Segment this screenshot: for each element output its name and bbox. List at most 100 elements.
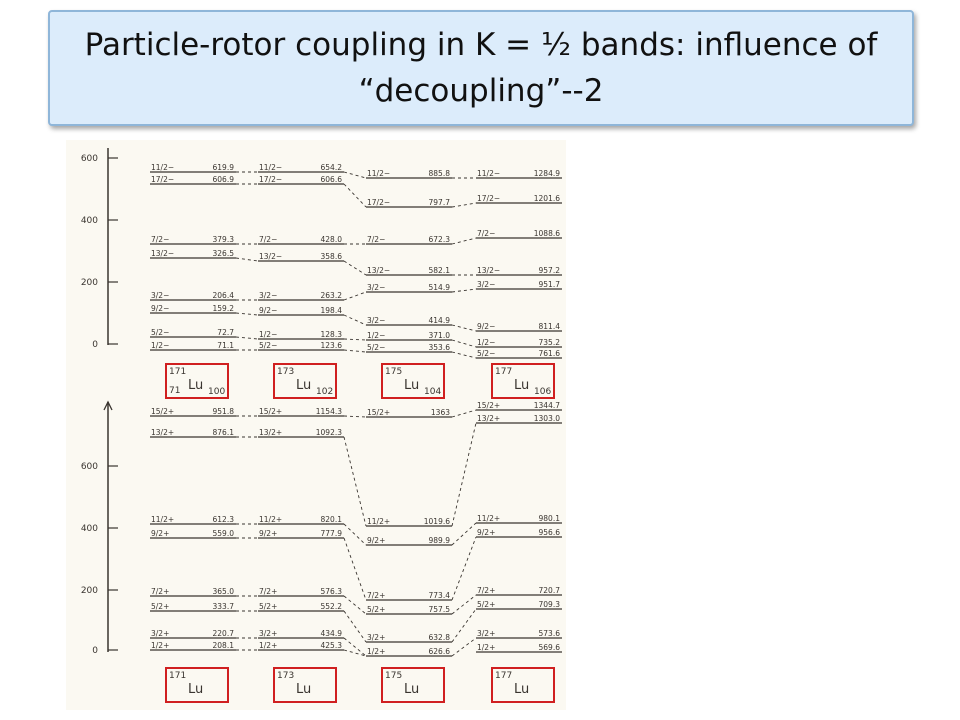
bottom-axis-tick-label: 600 [81,462,98,472]
top-level-spin: 5/2− [151,328,169,337]
bottom-level-spin: 1/2+ [367,647,385,656]
top-level-connector [343,314,367,326]
bottom-level-energy: 365.0 [213,587,235,596]
bottom-nucleus-mass: 173 [277,671,294,681]
level-scheme-svg: 6004002000600400200011/2−619.917/2−606.9… [81,148,562,703]
top-level-connector [343,260,367,276]
bottom-level-spin: 7/2+ [259,587,277,596]
bottom-level-spin: 13/2+ [259,428,282,437]
bottom-level-energy: 612.3 [213,515,235,524]
bottom-level-spin: 1/2+ [259,641,277,650]
bottom-level-connector [451,536,477,601]
bottom-level-energy: 569.6 [539,643,561,652]
top-level-connector [343,338,367,341]
bottom-level-energy: 220.7 [213,629,235,638]
bottom-level-energy: 425.3 [321,641,343,650]
bottom-level-energy: 434.9 [321,629,343,638]
bottom-axis-arrow [103,400,113,411]
top-level-energy: 606.9 [213,175,235,184]
bottom-level-spin: 15/2+ [367,408,390,417]
top-level-spin: 13/2− [367,266,390,275]
bottom-nucleus-box [491,667,555,703]
bottom-level-energy: 1363 [431,408,450,417]
bottom-level-spin: 7/2+ [151,587,169,596]
top-level-energy: 206.4 [213,291,235,300]
top-axis-tick-label: 200 [81,278,98,288]
top-level-connector [343,183,367,208]
top-level-spin: 11/2− [259,163,282,172]
top-level-spin: 5/2− [259,341,277,350]
bottom-level-spin: 3/2+ [259,629,277,638]
bottom-level-energy: 333.7 [213,602,235,611]
bottom-level-spin: 9/2+ [477,528,495,537]
bottom-level-energy: 1092.3 [316,428,342,437]
bottom-level-energy: 632.8 [429,633,451,642]
top-level-spin: 7/2− [367,235,385,244]
top-level-connector [451,237,477,245]
bottom-level-spin: 3/2+ [367,633,385,642]
bottom-level-spin: 9/2+ [259,529,277,538]
top-level-energy: 72.7 [217,328,234,337]
bottom-level-energy: 576.3 [321,587,343,596]
top-axis-tick-label: 0 [92,340,98,350]
bottom-nucleus-mass: 175 [385,671,402,681]
top-level-connector [451,351,477,359]
top-level-energy: 1201.6 [534,194,560,203]
bottom-level-spin: 13/2+ [477,414,500,423]
top-level-spin: 17/2− [259,175,282,184]
bottom-nucleus-box [381,667,445,703]
top-level-energy: 654.2 [321,163,343,172]
top-level-connector [343,291,367,301]
bottom-level-connector [451,637,477,657]
bottom-level-connector [451,608,477,643]
bottom-level-connector [343,436,367,527]
top-level-spin: 3/2− [477,280,495,289]
top-level-connector [451,339,477,348]
top-level-energy: 198.4 [321,306,343,315]
bottom-level-energy: 709.3 [539,600,561,609]
top-level-spin: 13/2− [477,266,500,275]
top-nucleus-box [491,363,555,399]
top-level-spin: 13/2− [151,249,174,258]
top-nucleus-mass: 175 [385,367,402,377]
bottom-level-spin: 9/2+ [367,536,385,545]
bottom-level-spin: 9/2+ [151,529,169,538]
top-level-energy: 371.0 [429,331,451,340]
bottom-level-energy: 1303.0 [534,414,560,423]
bottom-level-spin: 5/2+ [259,602,277,611]
top-level-connector [235,257,259,262]
bottom-level-spin: 5/2+ [367,605,385,614]
top-level-energy: 128.3 [321,330,343,339]
top-level-energy: 159.2 [213,304,235,313]
bottom-level-energy: 820.1 [321,515,343,524]
top-nucleus-mass: 173 [277,367,294,377]
top-level-spin: 1/2− [151,341,169,350]
top-level-energy: 606.6 [321,175,343,184]
top-level-spin: 1/2− [259,330,277,339]
top-level-spin: 3/2− [259,291,277,300]
top-level-energy: 358.6 [321,252,343,261]
top-level-spin: 17/2− [151,175,174,184]
bottom-nucleus-symbol: Lu [404,682,419,697]
top-level-energy: 428.0 [321,235,343,244]
bottom-level-spin: 1/2+ [151,641,169,650]
bottom-level-energy: 777.9 [321,529,343,538]
top-level-spin: 17/2− [477,194,500,203]
bottom-level-connector [343,649,367,657]
top-level-energy: 582.1 [429,266,451,275]
bottom-nucleus-box [273,667,337,703]
bottom-level-spin: 11/2+ [477,514,500,523]
bottom-level-energy: 757.5 [429,605,451,614]
top-nucleus-box [165,363,229,399]
top-nucleus-z: 71 [169,386,180,396]
top-level-spin: 3/2− [367,316,385,325]
top-level-energy: 951.7 [539,280,561,289]
bottom-nucleus-symbol: Lu [514,682,529,697]
top-level-spin: 7/2− [477,229,495,238]
bottom-nucleus-mass: 177 [495,671,512,681]
bottom-level-connector [451,422,477,527]
bottom-axis-tick-label: 200 [81,586,98,596]
bottom-level-spin: 11/2+ [151,515,174,524]
bottom-level-spin: 5/2+ [477,600,495,609]
top-nucleus-n: 102 [316,387,333,397]
